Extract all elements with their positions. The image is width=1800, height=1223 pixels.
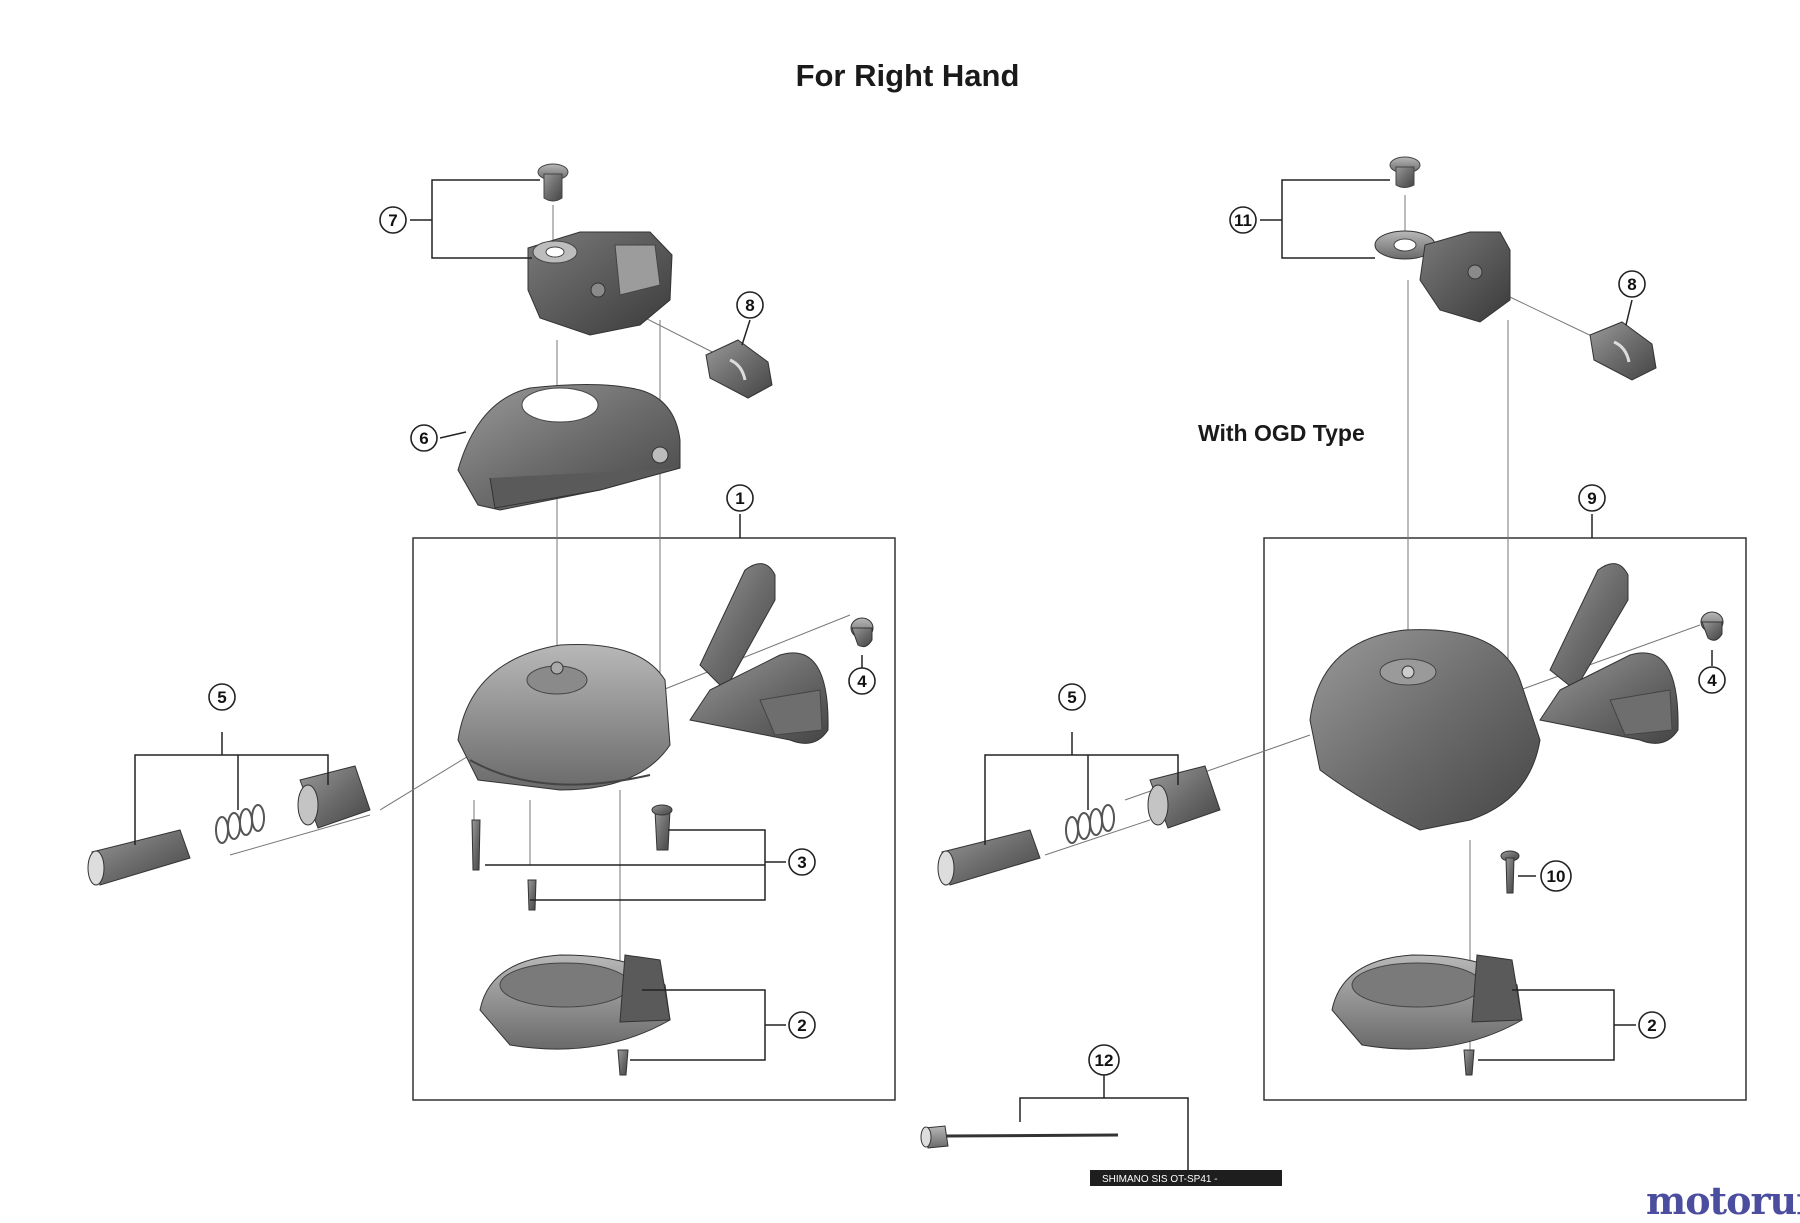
part-7-clamp bbox=[527, 231, 673, 336]
part-11-bolt bbox=[1389, 156, 1421, 188]
part-6-cover bbox=[457, 383, 681, 511]
assembly-frame-left bbox=[412, 537, 896, 1101]
leader-lines bbox=[134, 179, 1713, 1170]
watermark-brand: motoruf bbox=[1646, 1178, 1800, 1223]
part-8-right bbox=[1589, 321, 1657, 381]
assembly-frame-right bbox=[1263, 537, 1747, 1101]
part-3-screws bbox=[471, 804, 673, 911]
part-12-inner-cable bbox=[920, 1125, 1119, 1149]
part-5-right-holder bbox=[1147, 765, 1221, 829]
callout-3: 3 bbox=[797, 853, 806, 872]
callout-8-left: 8 bbox=[745, 296, 754, 315]
ogd-type-label: With OGD Type bbox=[1198, 420, 1365, 446]
part-8-left bbox=[705, 339, 773, 399]
callout-circles bbox=[208, 206, 1726, 1076]
cable-print-text: SHIMANO SIS OT-SP41 - bbox=[1102, 1174, 1218, 1185]
part-5-left-holder bbox=[297, 765, 371, 829]
callout-5-right: 5 bbox=[1067, 688, 1076, 707]
callout-10: 10 bbox=[1547, 867, 1566, 886]
part-2-right-base bbox=[1331, 954, 1523, 1076]
part-7-bolt bbox=[537, 163, 569, 202]
callout-9: 9 bbox=[1587, 489, 1596, 508]
part-5-right-spring bbox=[1065, 804, 1115, 844]
callout-6: 6 bbox=[419, 429, 428, 448]
part-10-screw bbox=[1500, 850, 1520, 894]
part-4-right-cap bbox=[1700, 611, 1724, 641]
part-5-left-spring bbox=[215, 804, 265, 844]
part-4-left-cap bbox=[850, 617, 874, 648]
part-5-right-barrel bbox=[937, 829, 1041, 886]
callout-11: 11 bbox=[1234, 211, 1252, 230]
part-12-outer-casing: SHIMANO SIS OT-SP41 - bbox=[1090, 1170, 1282, 1186]
callout-4-right: 4 bbox=[1707, 671, 1717, 690]
callout-8-right: 8 bbox=[1627, 275, 1636, 294]
callout-1: 1 bbox=[735, 489, 744, 508]
part-5-left-barrel bbox=[87, 829, 191, 886]
callout-4-left: 4 bbox=[857, 672, 867, 691]
callout-2-left: 2 bbox=[797, 1016, 806, 1035]
part-11-clamp bbox=[1374, 230, 1511, 323]
callout-12: 12 bbox=[1095, 1051, 1114, 1070]
callout-numbers: 7 11 8 8 6 1 9 4 4 5 5 3 10 2 2 12 bbox=[217, 211, 1717, 1070]
part-9-shifter-body bbox=[1309, 563, 1679, 831]
callout-2-right: 2 bbox=[1647, 1016, 1656, 1035]
callout-5-left: 5 bbox=[217, 688, 226, 707]
motoruf-watermark: motoruf.de bbox=[1646, 1178, 1800, 1223]
part-1-shifter-body bbox=[457, 563, 829, 791]
part-2-left-base bbox=[479, 954, 671, 1076]
callout-7: 7 bbox=[388, 211, 397, 230]
diagram-title: For Right Hand bbox=[795, 58, 1020, 93]
